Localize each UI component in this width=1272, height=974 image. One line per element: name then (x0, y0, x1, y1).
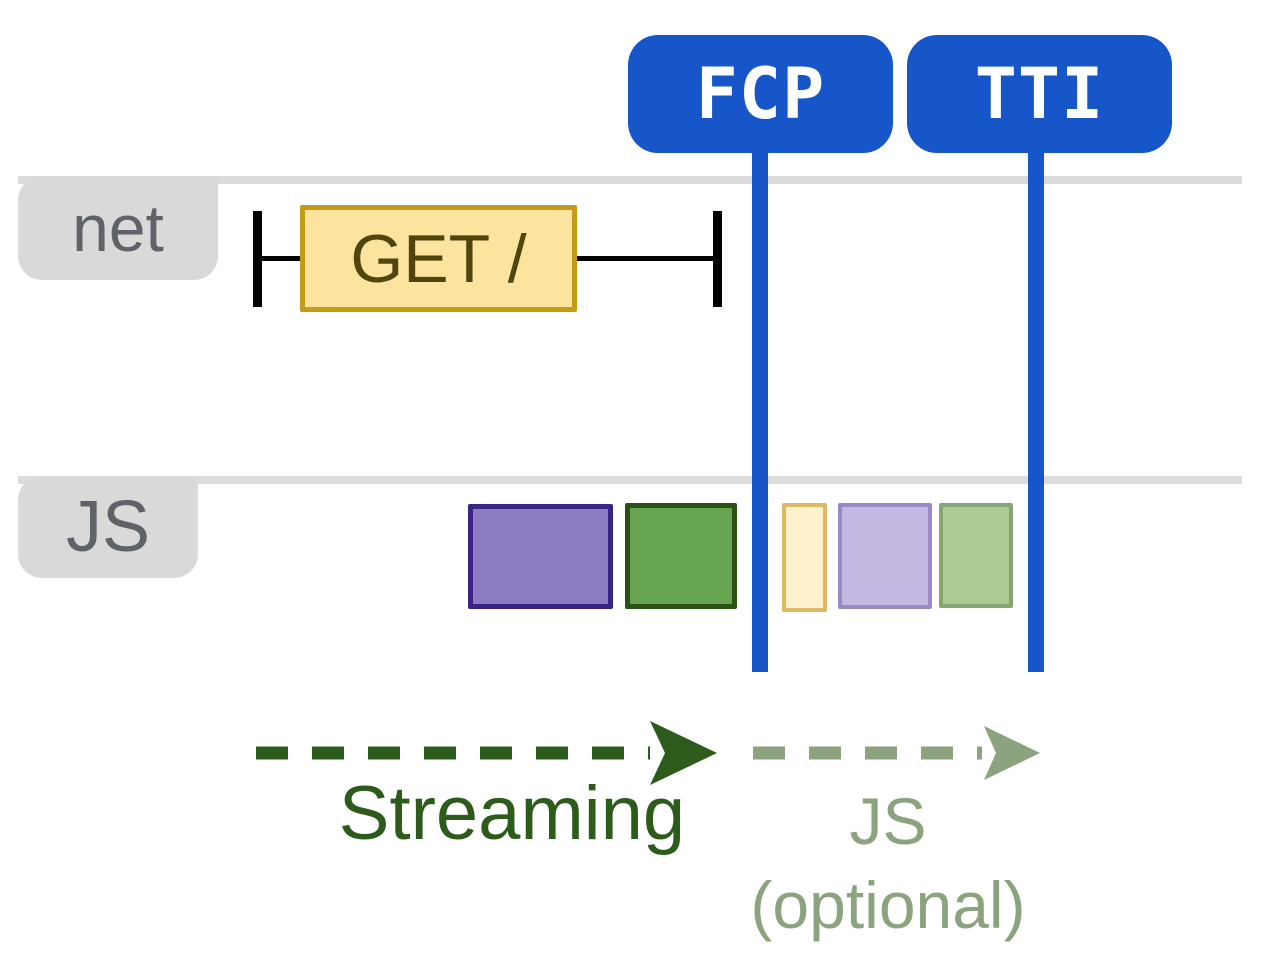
js-optional-annotation-line2: (optional) (750, 868, 1026, 942)
js-task-yellow-faded (782, 503, 827, 612)
get-request-label: GET / (350, 220, 527, 297)
request-end-tick (713, 211, 722, 307)
tti-badge-label: TTI (974, 53, 1105, 135)
request-start-tick (253, 211, 262, 307)
fcp-badge: FCP (628, 35, 893, 153)
js-optional-arrow (753, 726, 1040, 780)
streaming-annotation: Streaming (338, 771, 686, 856)
js-task-green-faded (939, 503, 1013, 608)
tti-marker-line (1028, 150, 1044, 672)
fcp-marker-line (752, 150, 768, 672)
get-request-box: GET / (300, 205, 577, 312)
net-row-label-text: net (72, 191, 164, 265)
js-timeline-line (18, 476, 1242, 484)
net-timeline-line (18, 176, 1242, 184)
js-row-label-text: JS (65, 487, 151, 567)
js-optional-annotation: JS (optional) (713, 779, 1063, 947)
js-task-purple-faded (838, 503, 932, 609)
tti-badge: TTI (907, 35, 1172, 153)
js-task-green-solid (625, 503, 737, 609)
fcp-badge-label: FCP (695, 53, 826, 135)
net-row-label: net (18, 176, 218, 280)
js-optional-arrow-head-icon (984, 726, 1040, 780)
js-row-label: JS (18, 476, 198, 578)
js-task-purple-solid (468, 504, 613, 609)
js-optional-annotation-line1: JS (849, 784, 927, 858)
